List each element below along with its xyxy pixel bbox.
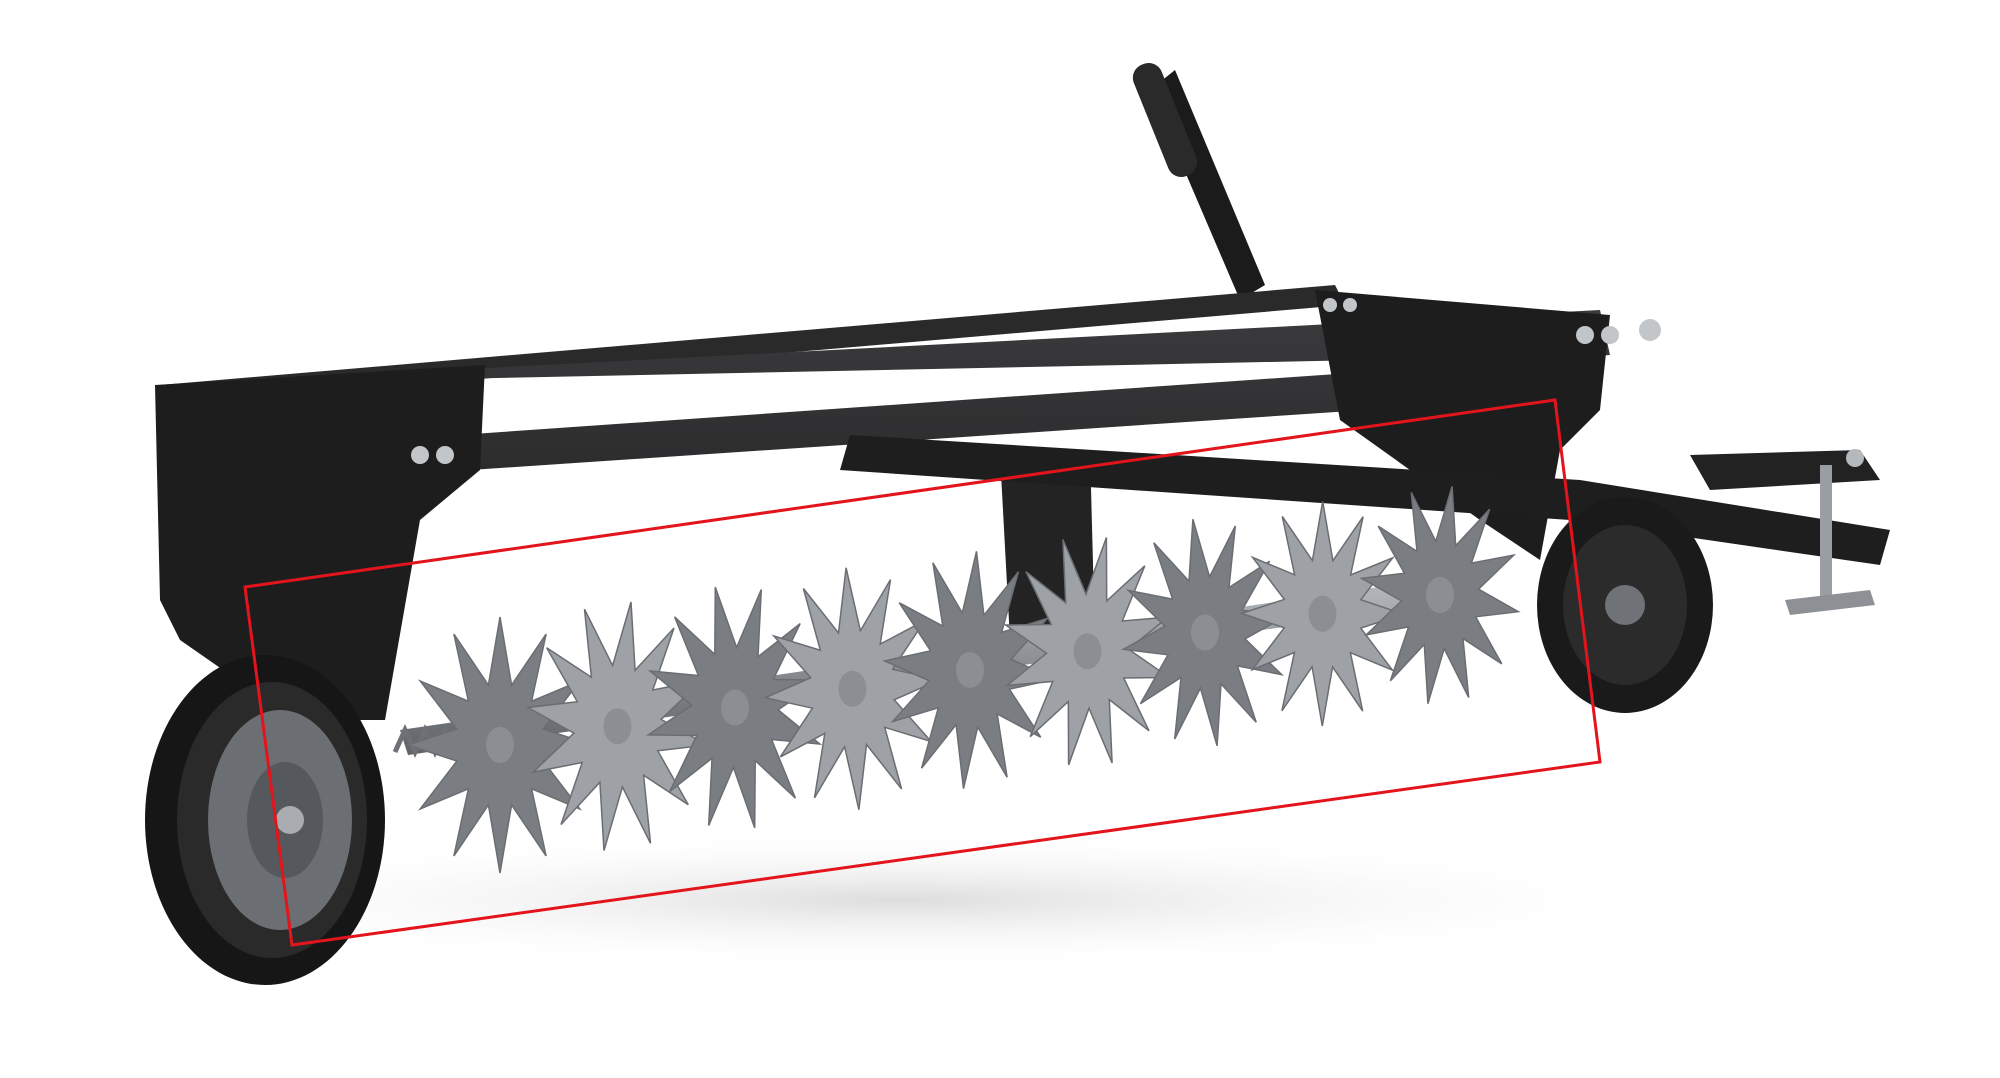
- tray-front-wall: [160, 310, 1610, 720]
- left-wheel: [145, 655, 385, 985]
- ground-shadow: [80, 830, 1720, 970]
- tine-hub: [603, 708, 632, 745]
- hitch: [1690, 449, 1880, 615]
- tine-hub: [1308, 595, 1337, 632]
- left-side-bracket: [155, 365, 485, 720]
- tine-hub: [1426, 577, 1454, 613]
- frame-bolts: [411, 298, 1661, 464]
- tine-hub: [1191, 614, 1219, 651]
- tow-bar: [840, 435, 1890, 565]
- tow-handle: [1132, 62, 1265, 300]
- highlight-box: [243, 398, 1602, 947]
- right-wheel: [1537, 497, 1713, 713]
- tine-hub: [486, 727, 514, 763]
- tine-hub: [838, 670, 867, 707]
- tine-hub: [1073, 633, 1102, 670]
- tine-hub: [956, 652, 984, 688]
- tine-hub: [721, 689, 749, 726]
- spike-tines: [405, 486, 1521, 874]
